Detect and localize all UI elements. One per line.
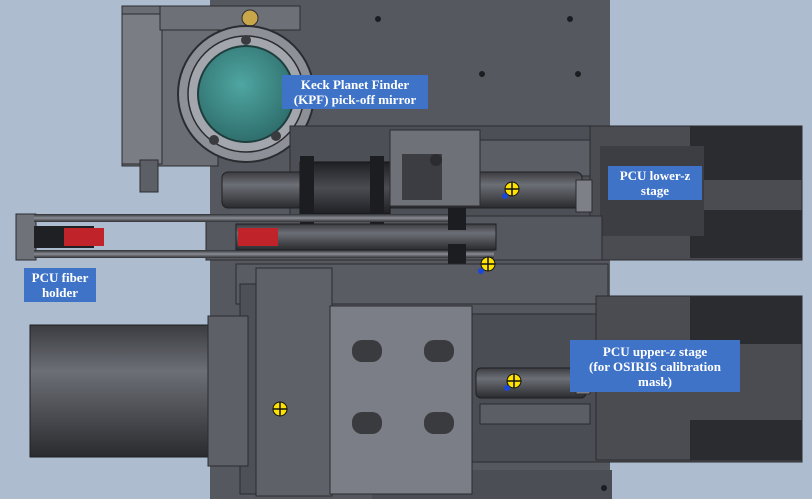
callout-line: mask) (638, 373, 672, 389)
large-cylinder (29, 315, 249, 467)
pcu-fiber-holder (15, 208, 497, 264)
callout-line: Keck Planet Finder (300, 77, 410, 92)
callout-line: PCU fiber (31, 270, 89, 285)
lens-mount-block (255, 267, 473, 497)
lower-z-stage-callout: PCU lower-z stage (608, 166, 702, 200)
callout-line: PCU upper-z stage (602, 343, 708, 359)
upper-z-stage-callout: PCU upper-z stage (for OSIRIS calibratio… (570, 340, 740, 392)
fiber-holder-callout: PCU fiber holder (24, 268, 96, 302)
kpf-pick-off-mirror (177, 25, 315, 163)
callout-line: stage (640, 183, 670, 198)
coordinate-marker-icon (272, 181, 522, 417)
kpf-mirror-callout: Keck Planet Finder (KPF) pick-off mirror (282, 75, 428, 109)
callout-line: (KPF) pick-off mirror (293, 92, 417, 107)
callout-line: (for OSIRIS calibration (589, 358, 721, 374)
upper-z-stage (471, 295, 803, 463)
callout-line: PCU lower-z (619, 168, 691, 183)
callout-line: holder (41, 285, 79, 300)
